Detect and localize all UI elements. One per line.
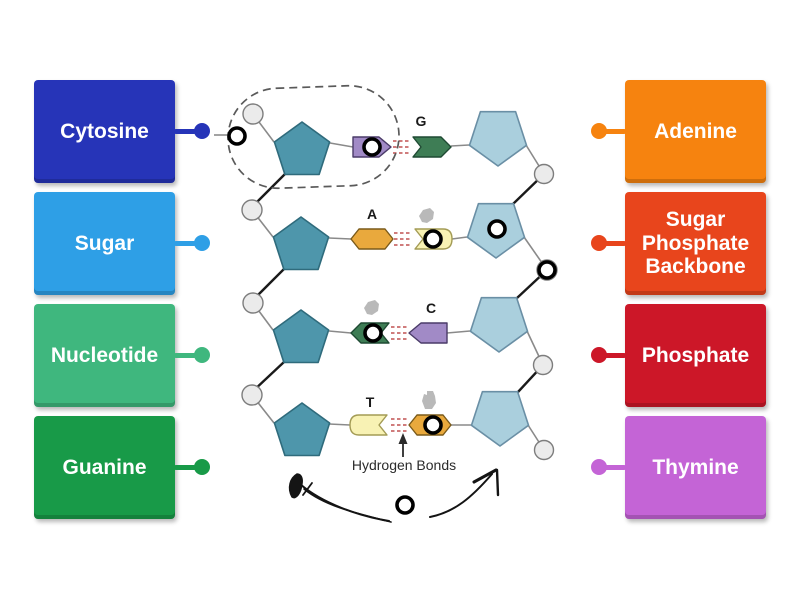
- hand-drawn-arrows: [288, 468, 500, 523]
- base-adenine-shape: [350, 228, 394, 250]
- phosphate-circle: [533, 163, 555, 185]
- erased-letter-smudge: [364, 300, 379, 315]
- label-card-sugar-phosphate-backbone[interactable]: Sugar Phosphate Backbone: [625, 192, 766, 295]
- answer-marker-base-row4[interactable]: [423, 415, 443, 435]
- answer-marker-sugar[interactable]: [487, 219, 507, 239]
- connector-dot: [194, 459, 210, 475]
- answer-marker-phosphate[interactable]: [537, 260, 557, 280]
- answer-marker-base-row3[interactable]: [363, 323, 383, 343]
- hydrogen-bonds-label: Hydrogen Bonds: [352, 457, 456, 473]
- base-letter-g: G: [416, 113, 427, 129]
- connector-line: [174, 465, 196, 470]
- base-guanine-shape: [412, 136, 452, 158]
- label-card-nucleotide[interactable]: Nucleotide: [34, 304, 175, 407]
- answer-marker-cytosine[interactable]: [227, 126, 247, 146]
- answer-marker-base-row1[interactable]: [362, 137, 382, 157]
- base-thymine-shape: [349, 414, 388, 436]
- label-card-sugar[interactable]: Sugar: [34, 192, 175, 295]
- sugar-pentagon-left-4: [273, 402, 331, 457]
- erased-letter-smudge: [419, 208, 434, 223]
- sugar-pentagon-right-3: [469, 296, 529, 353]
- connector-line: [604, 353, 626, 358]
- connector-line: [604, 241, 626, 246]
- base-letter-c: C: [426, 300, 436, 316]
- connector-line: [174, 241, 196, 246]
- connector-line: [604, 465, 626, 470]
- phosphate-circle: [241, 384, 263, 406]
- label-card-adenine[interactable]: Adenine: [625, 80, 766, 183]
- base-connector-lines: [328, 142, 471, 426]
- connector-dot: [591, 123, 607, 139]
- connector-dot: [194, 123, 210, 139]
- hydrogen-bonds-annotation: Hydrogen Bonds: [352, 433, 456, 473]
- connector-dot: [591, 347, 607, 363]
- sugar-pentagon-right-4: [470, 390, 530, 447]
- connector-dot: [194, 235, 210, 251]
- base-letter-a: A: [367, 206, 377, 222]
- phosphate-circle: [532, 354, 554, 376]
- connector-line: [604, 129, 626, 134]
- connector-dot: [591, 459, 607, 475]
- answer-marker-base-row2[interactable]: [423, 229, 443, 249]
- connector-dot: [194, 347, 210, 363]
- answer-marker-backbone[interactable]: [395, 495, 415, 515]
- phosphate-circle: [242, 103, 264, 125]
- base-letter-t: T: [366, 394, 375, 410]
- sugar-pentagon-right-1: [468, 110, 528, 167]
- label-card-cytosine[interactable]: Cytosine: [34, 80, 175, 183]
- base-cytosine-shape: [408, 322, 448, 344]
- erased-letter-smudge: [422, 391, 436, 409]
- label-card-phosphate[interactable]: Phosphate: [625, 304, 766, 407]
- phosphate-circle: [242, 292, 264, 314]
- phosphate-circle: [241, 199, 263, 221]
- connector-line: [174, 129, 196, 134]
- label-card-guanine[interactable]: Guanine: [34, 416, 175, 519]
- hydrogen-bond-dashes: [391, 140, 412, 432]
- connector-line: [174, 353, 196, 358]
- label-card-thymine[interactable]: Thymine: [625, 416, 766, 519]
- left-strand-thin-links: [251, 113, 275, 424]
- sugar-pentagon-left-2: [272, 216, 330, 271]
- phosphate-circle: [533, 439, 555, 461]
- sugar-pentagon-left-3: [272, 309, 330, 364]
- sugar-pentagon-left-1: [273, 121, 331, 176]
- connector-dot: [591, 235, 607, 251]
